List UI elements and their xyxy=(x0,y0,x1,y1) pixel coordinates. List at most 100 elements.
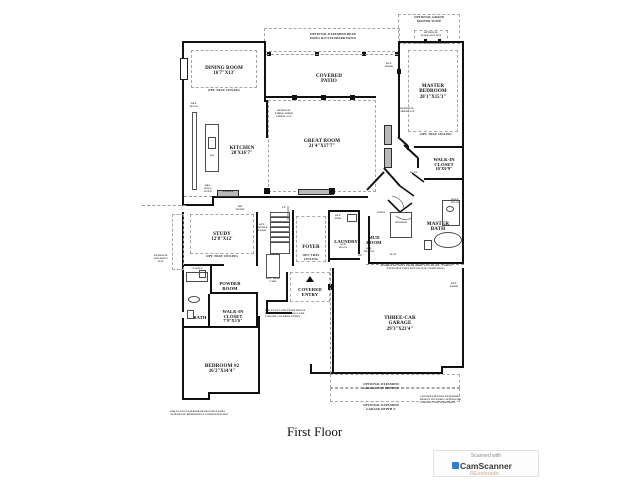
wall-master-left xyxy=(398,101,401,137)
optional-walkout-bay-master-note: OPTIONAL WALK-OUT BAY xyxy=(420,31,442,37)
master-bath-vanity xyxy=(442,200,460,226)
shower-label: SHOWER xyxy=(395,221,407,224)
wall-mid-horizontal-left xyxy=(182,204,212,207)
stair-tread-3 xyxy=(270,226,290,228)
wall-masterbath-bottom xyxy=(368,262,464,264)
bath-sink xyxy=(188,296,200,303)
master-bath-toilet xyxy=(424,240,432,250)
wall-garage-bottom-jog xyxy=(441,366,464,369)
pantry-block xyxy=(217,190,239,197)
wall-bed2-jog-h xyxy=(208,392,260,395)
optional-walkout-bay-master-outline xyxy=(414,30,448,44)
optional-fireplace-master-note: OPTIONAL FIREPLACE xyxy=(399,107,415,113)
master-bath-label: MASTER BATH xyxy=(426,220,450,233)
master-bath-shower xyxy=(390,212,412,238)
great-room-pier-1 xyxy=(264,188,270,194)
wall-mid-horizontal-great xyxy=(262,196,368,199)
wall-foyer-left xyxy=(292,210,294,266)
great-room-pier-2 xyxy=(329,188,335,194)
wall-patio-bottom xyxy=(264,96,376,99)
wall-master-right xyxy=(462,41,465,137)
great-room-fireplace-lower xyxy=(384,148,392,168)
camscanner-watermark: Scanned with CamScanner xyxy=(433,450,539,477)
wall-master-top xyxy=(398,41,464,44)
wall-bed2closet-bottom xyxy=(210,326,258,328)
study-label: STUDY 12'8"X12' xyxy=(211,230,233,243)
bath-label: BATH xyxy=(193,315,207,321)
wall-kitchen-right xyxy=(266,100,268,138)
opt-sink-note: OPT. SINK xyxy=(334,214,342,220)
master-tray-ceiling-note: OPT. TRAY CEILING xyxy=(420,132,452,136)
seat-label: SEAT xyxy=(389,253,397,256)
wall-right-bedroom2 xyxy=(258,316,261,394)
wall-bath-right xyxy=(208,294,210,328)
great-room-fireplace-upper xyxy=(384,125,392,145)
knee-space-note: KNEE SPACE xyxy=(450,198,460,204)
dining-tray-ceiling-note: OPT. TRAY CEILING xyxy=(208,88,240,92)
covered-patio-label: COVERED PATIO xyxy=(315,72,343,85)
page-title: First Floor xyxy=(287,424,343,439)
wall-entry-bottom xyxy=(266,312,292,314)
wall-garage-step-jog-v xyxy=(310,364,313,374)
kitchen-label: KITCHEN 20'X16'7" xyxy=(229,144,255,157)
wall-bed2closet-right xyxy=(256,294,258,328)
wall-closet-top xyxy=(414,146,462,148)
garage-step-note: NUMBER OF STEPS FROM HOME TO GARAGE / PO… xyxy=(380,264,452,270)
patio-column-b2 xyxy=(321,95,326,100)
wall-foyer-right xyxy=(328,210,330,262)
mud-room-label: MUD ROOM xyxy=(366,235,382,246)
wall-masterbath-left xyxy=(368,216,370,264)
opt-door-garage-note: OPT. DOOR xyxy=(450,282,458,288)
up-stairs-label: UP xyxy=(282,206,286,209)
guide-line-garage-left xyxy=(330,268,331,374)
wall-right-exterior-garage xyxy=(462,268,465,368)
art-niche-note: ART NICHE xyxy=(235,205,245,211)
watermark-camscanner: CamScanner xyxy=(460,461,512,471)
dbl-wall-oven-note: DBL. WALL OVEN xyxy=(204,184,212,193)
wall-laundry-bottom xyxy=(328,258,360,260)
wall-top-dining xyxy=(182,41,266,44)
bath-toilet xyxy=(187,310,194,319)
study-walkout-bay-outline xyxy=(172,214,184,270)
w-closet-note: W. CL. xyxy=(409,171,419,174)
wall-garage-jog-v xyxy=(441,366,444,374)
kitchen-island-sink xyxy=(208,137,216,149)
opt-double-door-note: OPT. DOUBLE DOOR xyxy=(256,223,268,232)
master-walkout-marker-1 xyxy=(424,39,427,42)
guide-line-left-mid xyxy=(142,205,186,206)
kitchen-island-dw-note: DN xyxy=(210,154,214,157)
optional-three-sided-fireplace-note: OPTIONAL THREE-SIDED FIREPLACE xyxy=(274,109,294,118)
three-car-garage-label: THREE-CAR GARAGE 29'3"X23'4" xyxy=(384,314,416,333)
wall-bottom-bedroom2 xyxy=(182,398,210,401)
master-walk-in-closet-label: WALK-IN CLOSET 10'X9'9" xyxy=(433,157,455,172)
watermark-recolorado: REcolorado xyxy=(470,471,499,477)
wall-powder-left xyxy=(210,266,212,294)
wall-left-exterior-bed2 xyxy=(182,318,185,400)
wall-closet-bottom xyxy=(424,178,462,180)
watermark-scanned-with: Scanned with xyxy=(470,453,502,459)
optional-grand-master-suite-header: OPTIONAL GRAND MASTER SUITE xyxy=(414,15,444,23)
larger-covered-entry-note: 3050 PLANS AND TRADITIONAL EXTERIOR DESI… xyxy=(265,309,306,318)
wall-master-right-lower xyxy=(462,137,465,195)
bed2-walk-in-closet-label: WALK-IN CLOSET 7'9"X3'6" xyxy=(222,309,244,324)
wd-space-note: W/D SPACE xyxy=(338,243,348,249)
optional-expanded-garage-depth-label: OPTIONAL EXPANDED GARAGE DEPTH 4' xyxy=(363,403,399,411)
kitchen-counter-left xyxy=(192,112,197,190)
linen-label: LINEN xyxy=(376,211,386,214)
guide-line-kitchen-bottom xyxy=(184,196,212,197)
master-bedroom-label: MASTER BEDROOM 20'1"X15'3" xyxy=(419,82,447,101)
wall-laundry-right xyxy=(358,210,360,254)
stair-tread-1 xyxy=(270,216,290,218)
wall-mid-horizontal-kitchen xyxy=(212,196,215,206)
laundry-sink xyxy=(347,214,357,222)
kitchen-island xyxy=(205,124,219,172)
wall-garage-step-jog-h xyxy=(310,372,334,375)
opt-bench-note: OPT. BENCH xyxy=(364,247,374,253)
foyer-tray-outline xyxy=(296,216,326,262)
camscanner-icon xyxy=(452,462,459,469)
dn-stairs-label: DN xyxy=(358,254,362,257)
stair-tread-6 xyxy=(270,241,290,243)
wall-garage-left xyxy=(332,268,335,374)
window-dining-left xyxy=(180,58,188,80)
